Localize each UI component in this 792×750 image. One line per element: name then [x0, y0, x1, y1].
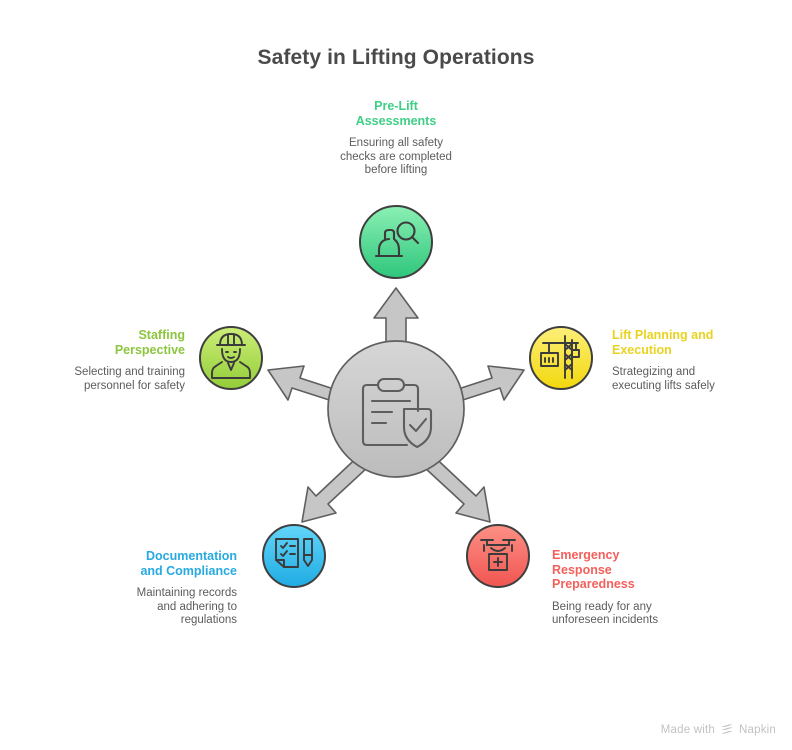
node-text-emergency-response-preparedness: Emergency Response Preparedness Being re…	[552, 548, 722, 628]
node-title-lift-planning-and-execution: Lift Planning and Execution	[612, 328, 714, 357]
node-desc-pre-lift-assessments: Ensuring all safety checks are completed…	[340, 137, 452, 177]
node-text-pre-lift-assessments: Pre-Lift Assessments Ensuring all safety…	[296, 99, 496, 178]
footer-made-with-label: Made with	[660, 724, 715, 736]
node-desc-staffing-perspective: Selecting and training personnel for saf…	[74, 366, 185, 392]
footer-attribution: Made with Napkin	[661, 724, 776, 736]
hardhat-magnifier-icon	[374, 221, 420, 258]
drone-medical-box-icon	[480, 539, 516, 571]
worker-hardhat-icon	[211, 333, 251, 379]
node-title-documentation-and-compliance: Documentation and Compliance	[140, 549, 237, 578]
node-text-lift-planning-and-execution: Lift Planning and Execution Strategizing…	[612, 328, 777, 393]
node-documentation-and-compliance[interactable]	[262, 524, 326, 588]
node-title-pre-lift-assessments: Pre-Lift Assessments	[355, 99, 437, 128]
page-title: Safety in Lifting Operations	[257, 46, 535, 69]
clipboard-shield-check-icon	[361, 377, 433, 449]
node-staffing-perspective[interactable]	[199, 326, 263, 390]
node-circle-lift-planning-and-execution	[529, 326, 593, 390]
footer-brand-label: Napkin	[739, 724, 776, 736]
napkin-logo-icon	[721, 724, 733, 734]
node-circle-documentation-and-compliance	[262, 524, 326, 588]
document-pen-checklist-icon	[275, 538, 313, 568]
node-desc-documentation-and-compliance: Maintaining records and adhering to regu…	[136, 587, 237, 627]
hub-circle	[327, 340, 465, 478]
node-emergency-response-preparedness[interactable]	[466, 524, 530, 588]
node-title-emergency-response-preparedness: Emergency Response Preparedness	[552, 548, 635, 591]
node-desc-emergency-response-preparedness: Being ready for any unforeseen incidents	[552, 600, 659, 627]
node-desc-lift-planning-and-execution: Strategizing and executing lifts safely	[612, 366, 715, 392]
tower-crane-icon	[540, 335, 580, 379]
node-circle-emergency-response-preparedness	[466, 524, 530, 588]
node-text-staffing-perspective: Staffing Perspective Selecting and train…	[35, 328, 185, 393]
hub-node[interactable]	[327, 340, 465, 478]
node-pre-lift-assessments[interactable]	[359, 205, 433, 279]
node-title-staffing-perspective: Staffing Perspective	[114, 328, 185, 357]
node-lift-planning-and-execution[interactable]	[529, 326, 593, 390]
node-text-documentation-and-compliance: Documentation and Compliance Maintaining…	[82, 549, 237, 628]
